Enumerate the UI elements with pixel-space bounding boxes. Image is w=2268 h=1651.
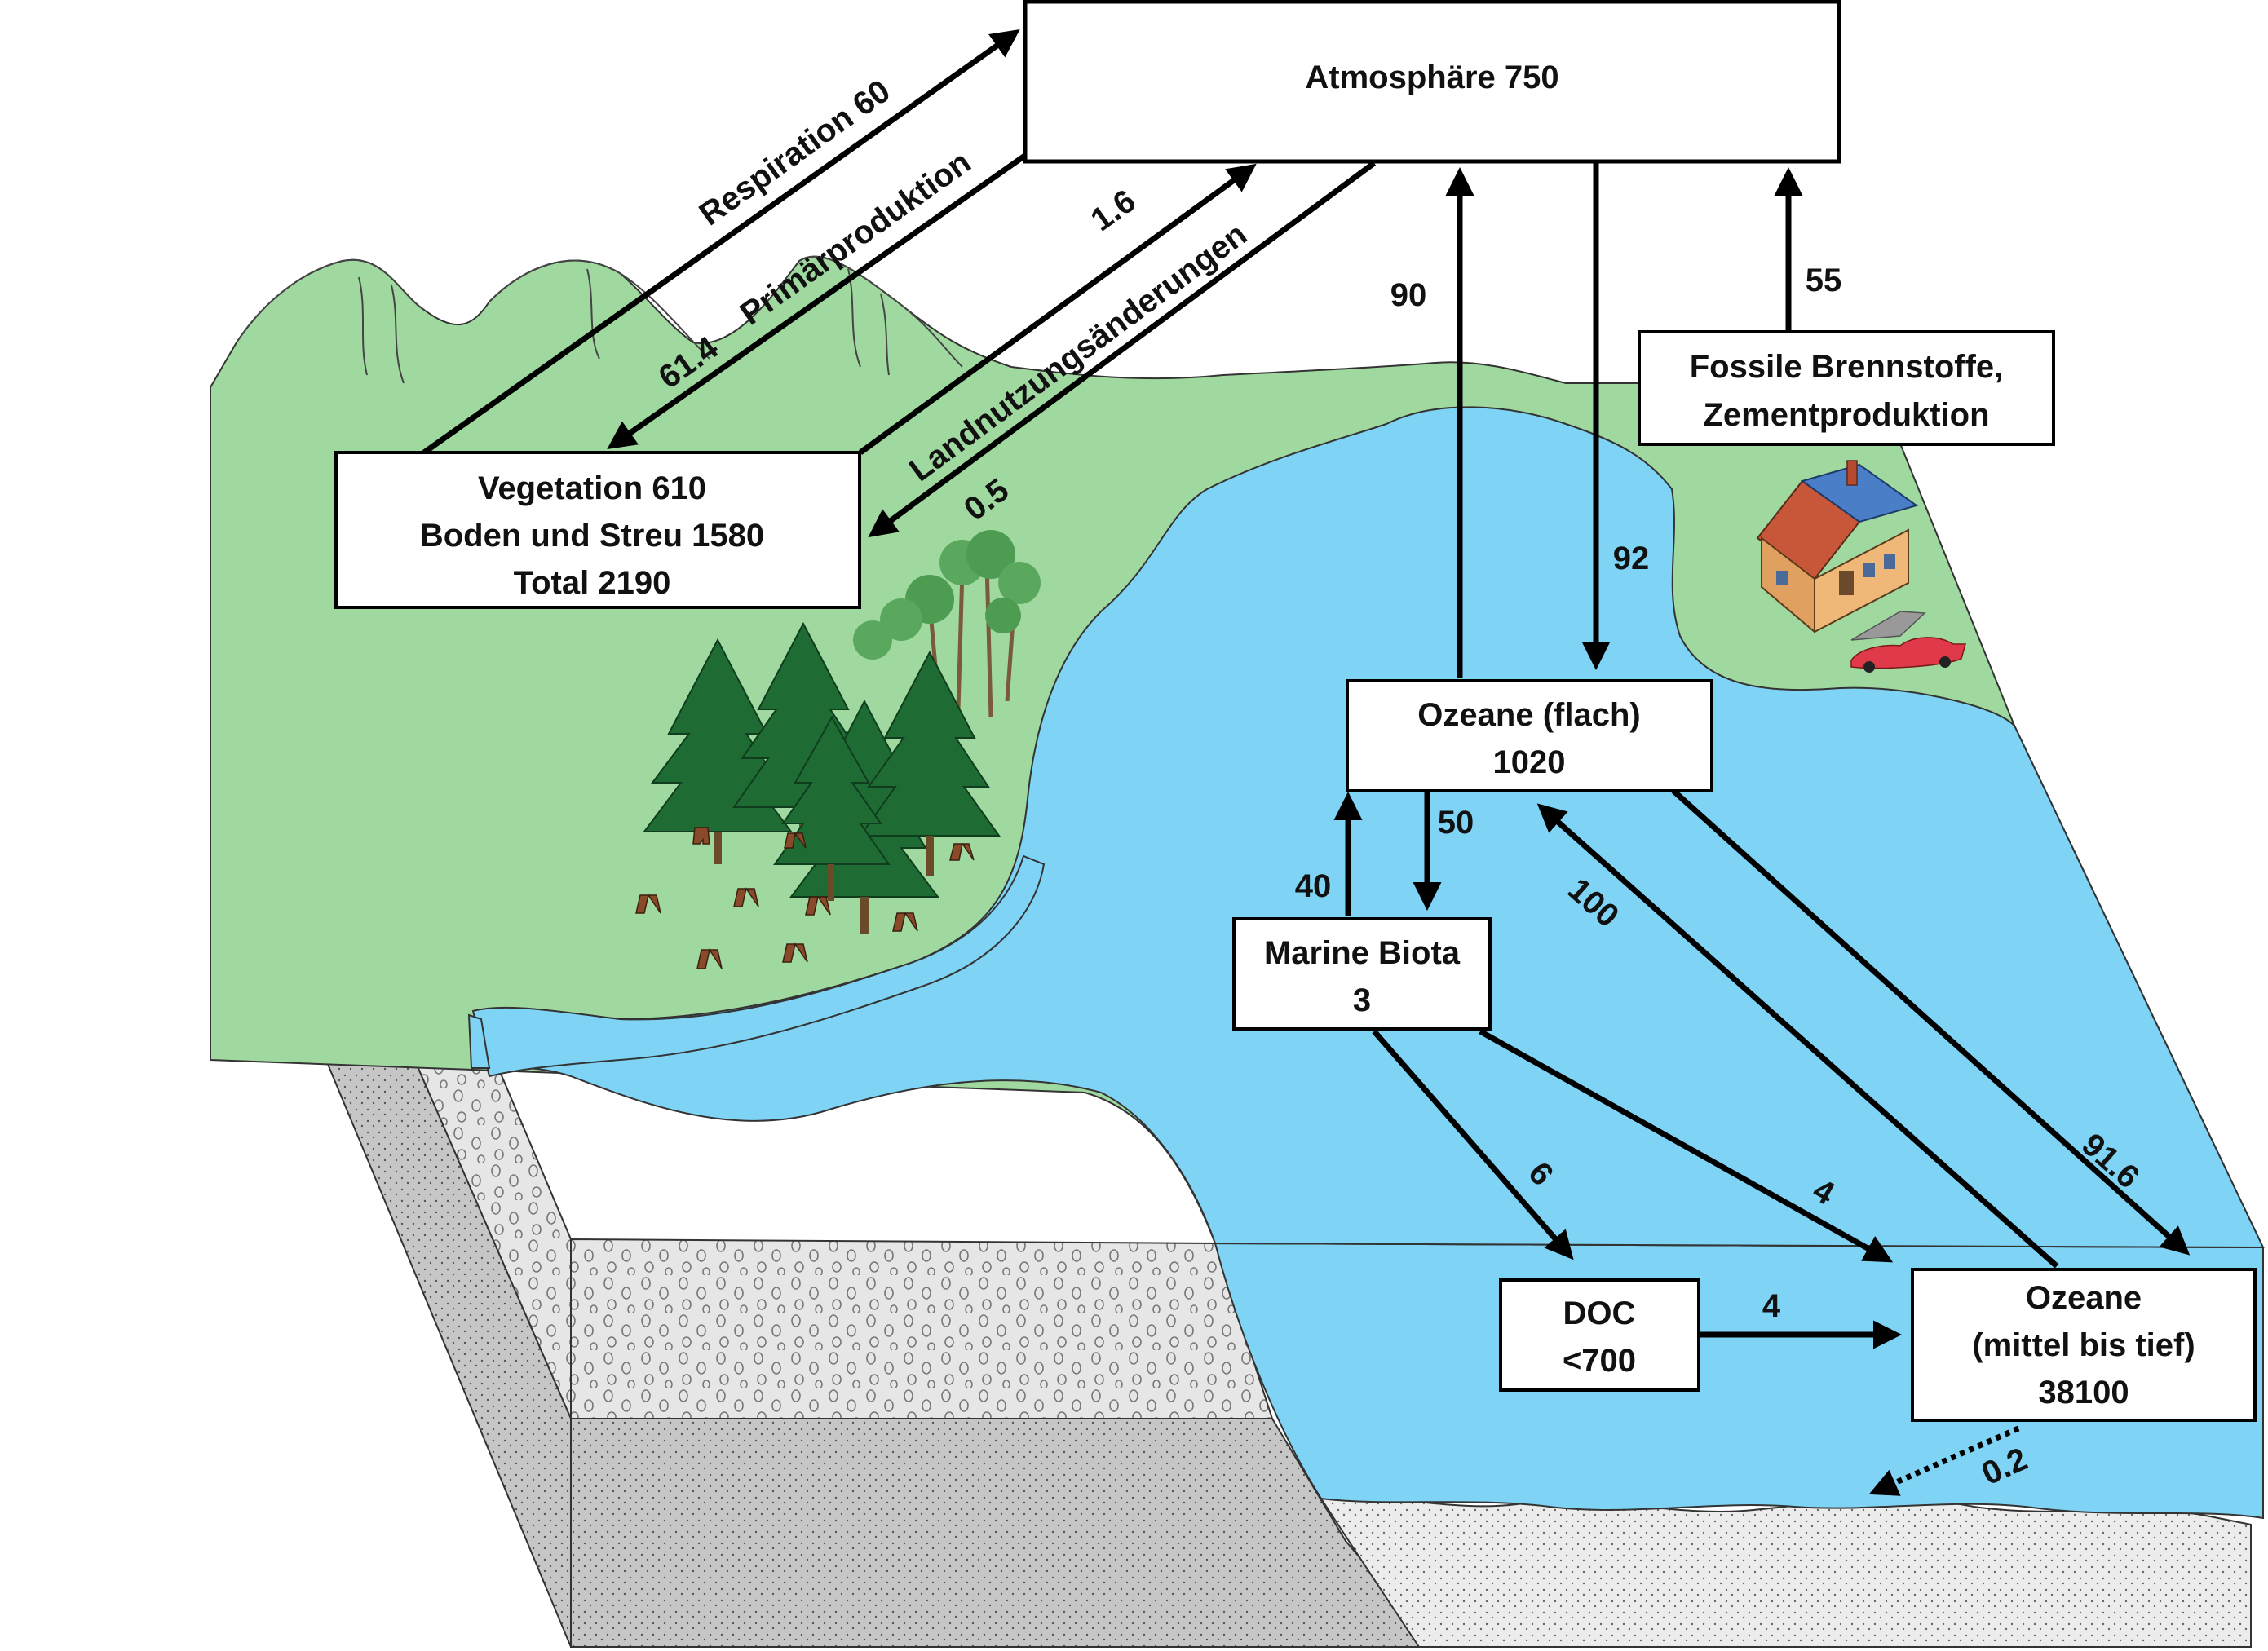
doc-value: <700 (1563, 1343, 1636, 1379)
box-atmosphere: Atmosphäre 750 (1023, 0, 1841, 164)
arrow-deep-to-surface (1536, 803, 2059, 1269)
ocean-deep-sublabel: (mittel bis tief) (1972, 1327, 2195, 1363)
fossil-label-1: Fossile Brennstoffe, (1690, 349, 2004, 385)
ocean-deep-value: 38100 (2038, 1375, 2129, 1410)
atm-to-ocean-value: 92 (1613, 541, 1650, 576)
land-total-label: Total 2190 (514, 565, 671, 601)
box-fossil: Fossile Brennstoffe, Zementproduktion (1638, 330, 2055, 446)
tree-stumps (635, 827, 975, 969)
arrow-surface-to-deep (1671, 788, 2191, 1256)
marine-biota-label: Marine Biota (1264, 935, 1461, 971)
marine-biota-value: 3 (1353, 982, 1371, 1018)
fossil-label-2: Zementproduktion (1703, 397, 1989, 433)
biota-to-surface-value: 40 (1295, 868, 1332, 904)
doc-to-deep-value: 4 (1762, 1288, 1781, 1324)
box-doc: DOC <700 (1499, 1278, 1700, 1392)
ocean-floor-sediment (1320, 1496, 2252, 1648)
deciduous-trees (853, 530, 1041, 718)
river (471, 854, 1046, 1078)
house-icon (1756, 460, 1926, 641)
river-edge (467, 1013, 491, 1069)
arrow-respiration (422, 29, 1020, 455)
doc-label: DOC (1563, 1296, 1636, 1331)
forest (635, 530, 1041, 969)
arrow-landuse-up (858, 163, 1257, 455)
soil-label: Boden und Streu 1580 (420, 518, 764, 554)
arrow-sediment (1868, 1425, 2020, 1496)
surface-to-biota-value: 50 (1438, 805, 1474, 841)
ocean-to-atm-value: 90 (1390, 277, 1427, 313)
conifer-trees (643, 621, 1001, 934)
arrow-landuse-down (868, 161, 1377, 538)
ocean-surface-water (472, 406, 2265, 1249)
ocean-surface-label: Ozeane (flach) (1417, 697, 1640, 733)
car-icon (1850, 637, 1966, 673)
arrow-biota-to-doc (1372, 1029, 1574, 1260)
arrow-biota-to-deep (1479, 1028, 1894, 1263)
ocean-surface-value: 1020 (1493, 744, 1566, 780)
landuse-up-value: 1.6 (1085, 183, 1143, 238)
ocean-deep-label: Ozeane (2026, 1280, 2142, 1316)
front-face-pebbles (570, 1238, 1274, 1419)
atmosphere-label: Atmosphäre 750 (1305, 60, 1558, 95)
box-ocean-deep: Ozeane (mittel bis tief) 38100 (1911, 1268, 2257, 1422)
arrow-primary-production (607, 152, 1028, 450)
fossil-value: 55 (1806, 263, 1842, 298)
vegetation-label: Vegetation 610 (478, 470, 706, 506)
flow-arrows (422, 29, 2191, 1496)
box-ocean-surface: Ozeane (flach) 1020 (1346, 679, 1713, 792)
box-land: Vegetation 610 Boden und Streu 1580 Tota… (334, 451, 861, 609)
box-marine-biota: Marine Biota 3 (1232, 917, 1492, 1031)
